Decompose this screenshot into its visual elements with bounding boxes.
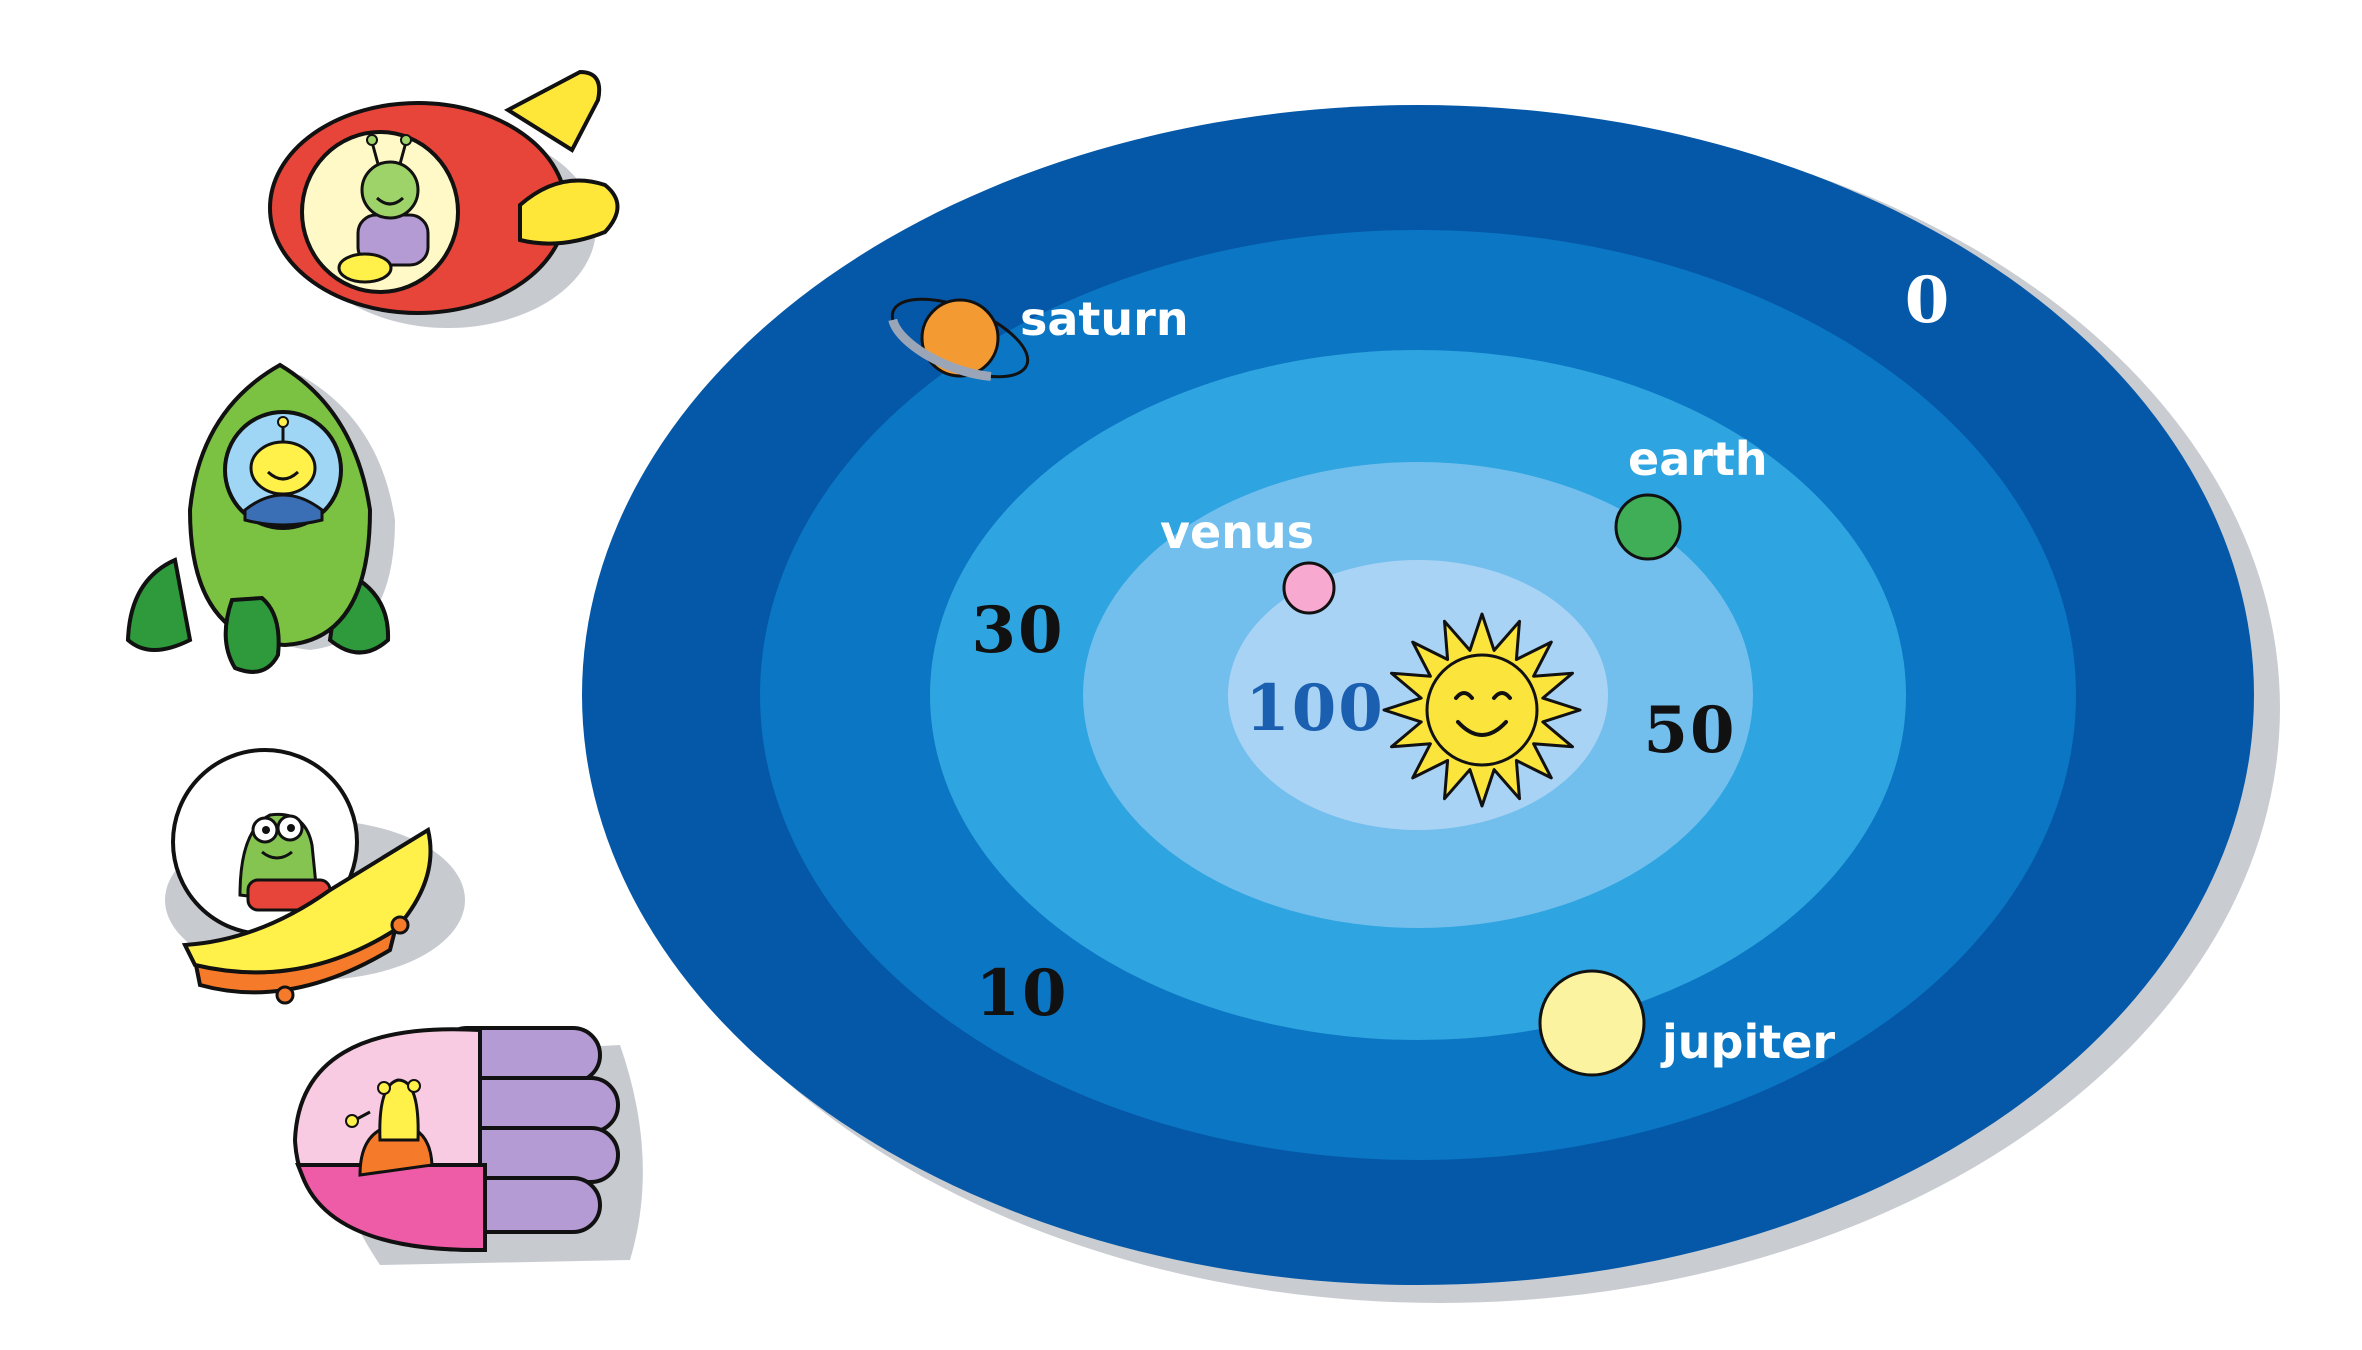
purple-capsule-ship[interactable] [292, 1026, 643, 1265]
score-label-10: 10 [975, 956, 1068, 1031]
score-label-50: 50 [1643, 693, 1736, 768]
score-label-100: 100 [1245, 671, 1385, 746]
sun-face [1425, 653, 1539, 767]
score-label-30: 30 [971, 593, 1064, 668]
earth-icon [1614, 493, 1682, 561]
saturn-planet [887, 294, 1033, 382]
jupiter-icon [1538, 969, 1646, 1077]
venus-label: venus [1160, 505, 1314, 559]
earth-label: earth [1628, 432, 1768, 486]
venus-icon [1282, 561, 1336, 615]
red-rocket-ship[interactable] [268, 69, 620, 328]
green-rocket-ship[interactable] [125, 362, 395, 674]
yellow-ufo-ship[interactable] [165, 748, 465, 1005]
score-label-0: 0 [1905, 263, 1952, 338]
sun-icon [1382, 612, 1582, 808]
jupiter-label: jupiter [1660, 1015, 1835, 1069]
saturn-label: saturn [1020, 292, 1189, 346]
saturn-icon [920, 298, 1000, 378]
